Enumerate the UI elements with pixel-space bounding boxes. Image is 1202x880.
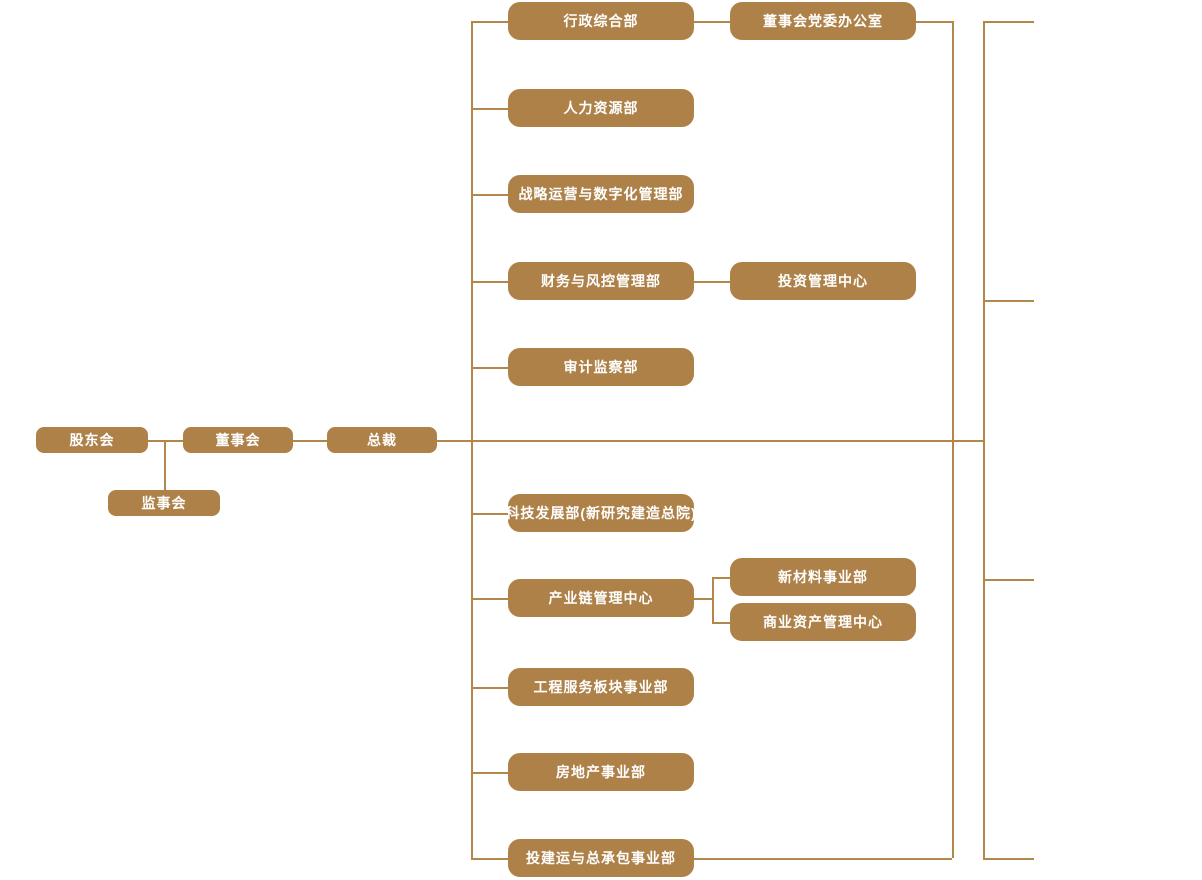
connector-industry-chain-branch xyxy=(694,598,712,600)
connector-row-industry-chain xyxy=(471,598,508,600)
connector-shareholders-board xyxy=(148,440,183,442)
connector-row-real-estate xyxy=(471,772,508,774)
node-dept-investment-construction-epc: 投建运与总承包事业部 xyxy=(508,839,694,877)
node-dept-strategy-digital: 战略运营与数字化管理部 xyxy=(508,175,694,213)
right-stub-3 xyxy=(983,579,1034,581)
connector-row-audit xyxy=(471,367,508,369)
node-supervisory: 监事会 xyxy=(108,490,220,516)
node-dept-investment-construction-epc-label: 投建运与总承包事业部 xyxy=(526,850,676,866)
node-dept-finance-risk: 财务与风控管理部 xyxy=(508,262,694,300)
node-shareholders: 股东会 xyxy=(36,427,148,453)
connector-president-trunk xyxy=(437,440,983,442)
node-dept-strategy-digital-label: 战略运营与数字化管理部 xyxy=(518,186,684,202)
node-dept-real-estate-label: 房地产事业部 xyxy=(556,764,646,780)
node-sub-investment-management-label: 投资管理中心 xyxy=(778,273,868,289)
node-dept-hr: 人力资源部 xyxy=(508,89,694,127)
node-sub-new-materials-label: 新材料事业部 xyxy=(778,569,868,585)
node-sub-party-committee-office: 董事会党委办公室 xyxy=(730,2,916,40)
node-dept-industry-chain: 产业链管理中心 xyxy=(508,579,694,617)
node-dept-hr-label: 人力资源部 xyxy=(563,100,639,116)
node-dept-tech-development-label: 科技发展部(新研究建造总院) xyxy=(505,505,697,521)
right-line-inner xyxy=(952,21,954,858)
right-stub-2 xyxy=(983,300,1034,302)
node-dept-audit: 审计监察部 xyxy=(508,348,694,386)
node-president-label: 总裁 xyxy=(367,432,397,448)
node-supervisory-label: 监事会 xyxy=(141,495,187,511)
node-dept-admin-label: 行政综合部 xyxy=(563,13,639,29)
node-board-label: 董事会 xyxy=(215,432,261,448)
right-stub-4 xyxy=(983,858,1034,860)
node-dept-engineering-services-label: 工程服务板块事业部 xyxy=(533,679,669,695)
node-dept-audit-label: 审计监察部 xyxy=(563,359,639,375)
connector-finance-investment xyxy=(694,281,730,283)
connector-row-strategy xyxy=(471,194,508,196)
connector-row-epc xyxy=(471,858,508,860)
node-board: 董事会 xyxy=(183,427,293,453)
branch-industry-chain xyxy=(712,577,714,622)
node-dept-tech-development: 科技发展部(新研究建造总院) xyxy=(505,494,697,532)
connector-branch-new-materials xyxy=(712,577,730,579)
node-sub-new-materials: 新材料事业部 xyxy=(730,558,916,596)
node-sub-commercial-assets-label: 商业资产管理中心 xyxy=(763,614,883,630)
connector-row-hr xyxy=(471,108,508,110)
connector-branch-commercial-assets xyxy=(712,622,730,624)
connector-epc-rightline xyxy=(694,858,952,860)
node-president: 总裁 xyxy=(327,427,437,453)
node-dept-engineering-services: 工程服务板块事业部 xyxy=(508,668,694,706)
node-dept-real-estate: 房地产事业部 xyxy=(508,753,694,791)
connector-row-tech xyxy=(471,513,508,515)
connector-row-admin xyxy=(471,21,508,23)
right-stub-1 xyxy=(983,21,1034,23)
node-dept-admin: 行政综合部 xyxy=(508,2,694,40)
right-line-outer xyxy=(983,21,985,858)
spine-departments xyxy=(471,21,473,858)
connector-party-office-rightline xyxy=(916,21,952,23)
connector-row-finance xyxy=(471,281,508,283)
node-sub-party-committee-office-label: 董事会党委办公室 xyxy=(763,13,883,29)
node-sub-commercial-assets: 商业资产管理中心 xyxy=(730,603,916,641)
node-dept-industry-chain-label: 产业链管理中心 xyxy=(548,590,654,606)
node-shareholders-label: 股东会 xyxy=(69,432,115,448)
connector-admin-party-office xyxy=(694,21,730,23)
connector-row-engineering xyxy=(471,687,508,689)
connector-drop-supervisory xyxy=(164,440,166,490)
node-dept-finance-risk-label: 财务与风控管理部 xyxy=(541,273,661,289)
node-sub-investment-management: 投资管理中心 xyxy=(730,262,916,300)
connector-board-president xyxy=(293,440,327,442)
